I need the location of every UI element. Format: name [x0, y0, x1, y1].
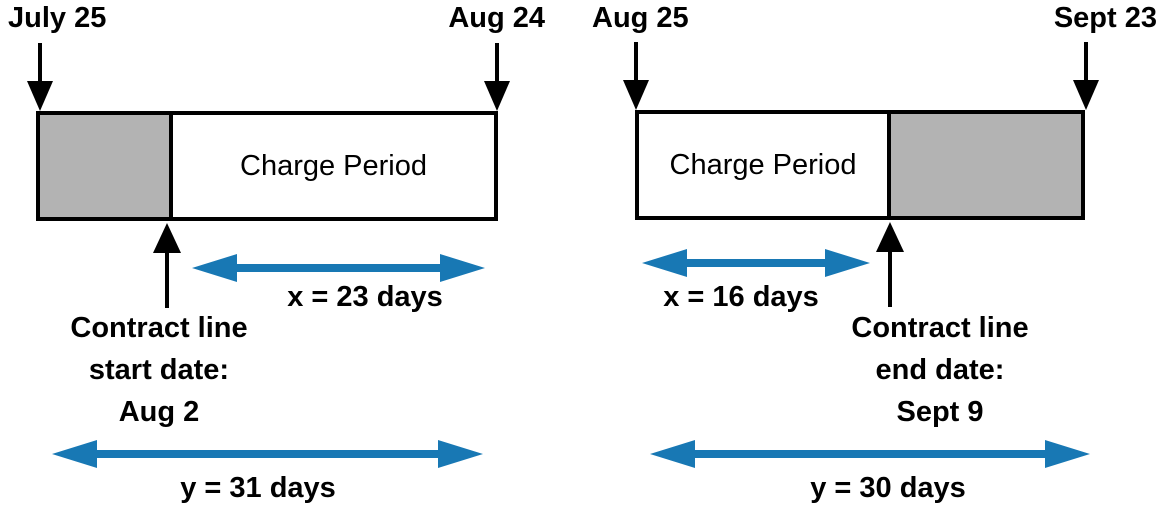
right-period-end-date: Sept 23 — [1053, 2, 1157, 34]
left-contract-note: Contract line start date: Aug 2 — [39, 307, 279, 433]
down-arrow-icon — [27, 43, 53, 111]
right-contract-note-line3: Sept 9 — [896, 396, 984, 428]
right-contract-note-line2: end date: — [875, 354, 1005, 386]
right-period-start-date: Aug 25 — [592, 2, 689, 34]
left-period-start-date: July 25 — [8, 2, 107, 34]
left-x-span-arrow-icon — [192, 254, 485, 282]
right-contract-note: Contract line end date: Sept 9 — [820, 307, 1060, 433]
right-period-bar: Charge Period — [635, 110, 1085, 220]
right-charge-period-label: Charge Period — [669, 148, 857, 181]
left-contract-note-line3: Aug 2 — [118, 396, 200, 428]
right-y-span-arrow-icon — [650, 440, 1090, 468]
left-bar-non-charge-segment — [40, 115, 173, 217]
down-arrow-icon — [484, 43, 510, 111]
right-x-measure-label: x = 16 days — [663, 281, 819, 313]
left-period-bar: Charge Period — [36, 111, 498, 221]
right-x-span-arrow-icon — [642, 249, 870, 277]
right-y-measure-label: y = 30 days — [810, 472, 966, 504]
left-contract-note-line1: Contract line — [70, 312, 248, 344]
left-bar-charge-segment: Charge Period — [173, 115, 494, 217]
left-y-measure-label: y = 31 days — [180, 472, 336, 504]
down-arrow-icon — [1073, 42, 1099, 110]
right-bar-non-charge-segment — [891, 114, 1081, 216]
left-contract-note-line2: start date: — [88, 354, 230, 386]
up-arrow-icon — [876, 222, 904, 307]
left-x-measure-label: x = 23 days — [287, 281, 443, 313]
left-period-end-date: Aug 24 — [448, 2, 545, 34]
right-contract-note-line1: Contract line — [851, 312, 1029, 344]
down-arrow-icon — [623, 42, 649, 110]
up-arrow-icon — [153, 223, 181, 308]
left-y-span-arrow-icon — [52, 440, 483, 468]
left-charge-period-label: Charge Period — [240, 149, 427, 182]
right-bar-charge-segment: Charge Period — [639, 114, 891, 216]
